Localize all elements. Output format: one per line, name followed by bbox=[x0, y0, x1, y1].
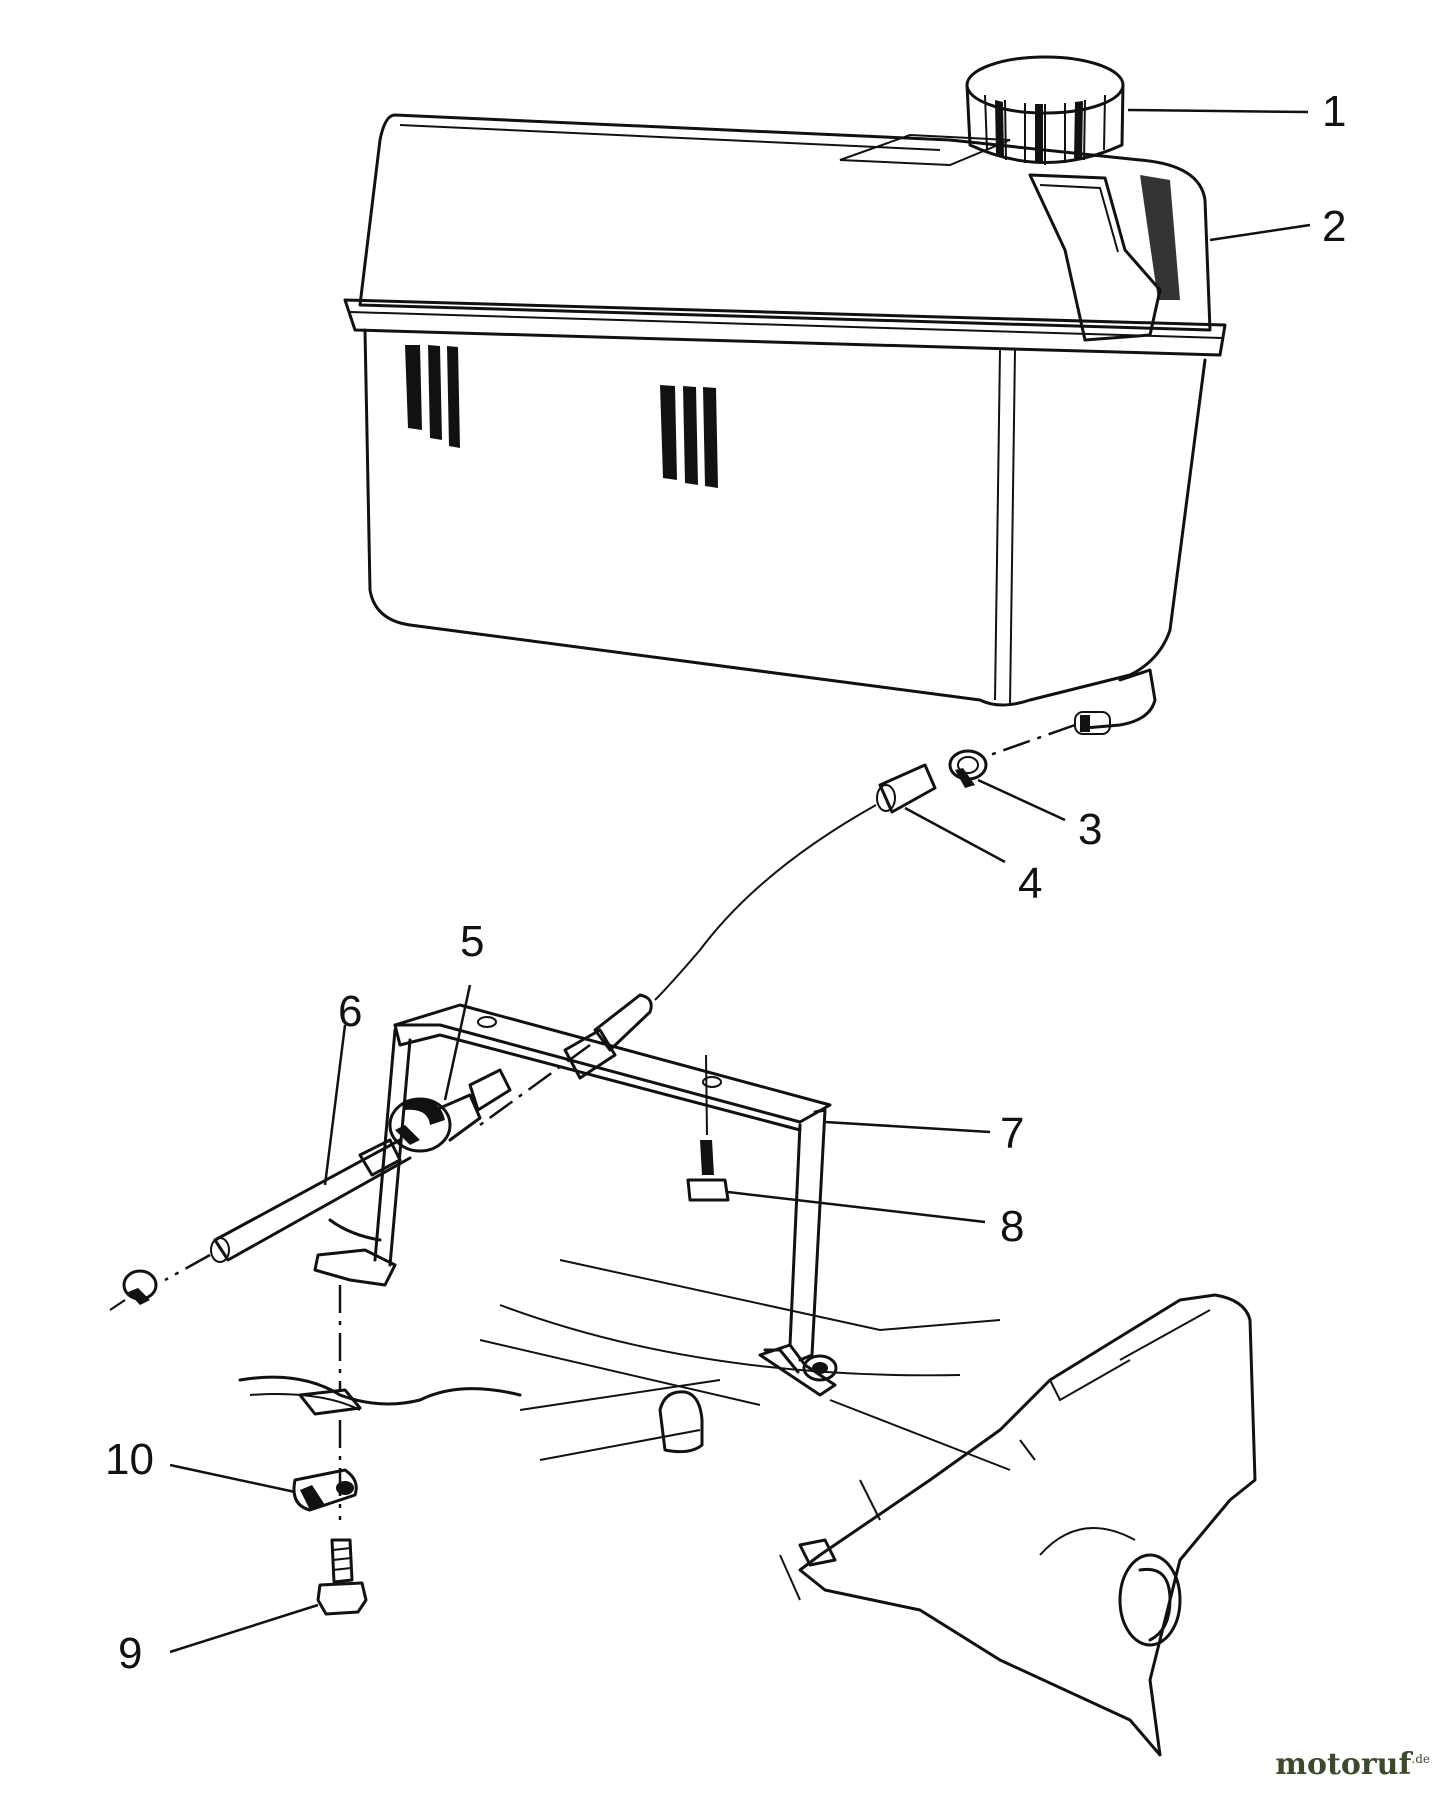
tank-clip-center bbox=[660, 385, 718, 488]
fuel-cap bbox=[965, 55, 1125, 165]
callout-2: 2 bbox=[1322, 202, 1347, 251]
lock-nut bbox=[292, 1468, 358, 1512]
bracket-screw bbox=[686, 1054, 730, 1202]
center-line-fuel-line bbox=[164, 1253, 211, 1282]
fuel-tank bbox=[343, 113, 1227, 707]
tank-outlet-fitting bbox=[1074, 668, 1157, 735]
fuel-line-clamp bbox=[109, 1269, 158, 1311]
hose-section bbox=[563, 993, 653, 1080]
mower-deck bbox=[238, 1218, 1257, 1757]
shutoff-valve bbox=[388, 1068, 512, 1153]
watermark-logo: motoruf.de bbox=[1275, 1747, 1430, 1782]
callout-9: 9 bbox=[118, 1629, 143, 1678]
deck-pad bbox=[298, 1388, 362, 1416]
watermark-text: motoruf bbox=[1275, 1747, 1412, 1782]
callout-6: 6 bbox=[338, 987, 363, 1036]
callout-4: 4 bbox=[1018, 859, 1043, 908]
callout-5: 5 bbox=[460, 917, 485, 966]
callout-7: 7 bbox=[1000, 1109, 1025, 1158]
tank-clip-left bbox=[405, 345, 460, 448]
right-foot-bolt bbox=[802, 1354, 838, 1382]
callout-3: 3 bbox=[1078, 805, 1103, 854]
hose-clamp bbox=[948, 749, 988, 788]
center-line-valve bbox=[479, 1043, 591, 1127]
callout-1: 1 bbox=[1322, 87, 1347, 136]
hex-bolt bbox=[316, 1538, 368, 1616]
tank-bracket bbox=[313, 1003, 837, 1397]
callout-10: 10 bbox=[105, 1435, 154, 1484]
watermark-suffix: .de bbox=[1411, 1752, 1430, 1766]
callout-8: 8 bbox=[1000, 1202, 1025, 1251]
fuel-hose bbox=[654, 763, 937, 1001]
center-line-outlet bbox=[989, 723, 1076, 757]
leader-lines bbox=[169, 108, 1311, 1654]
